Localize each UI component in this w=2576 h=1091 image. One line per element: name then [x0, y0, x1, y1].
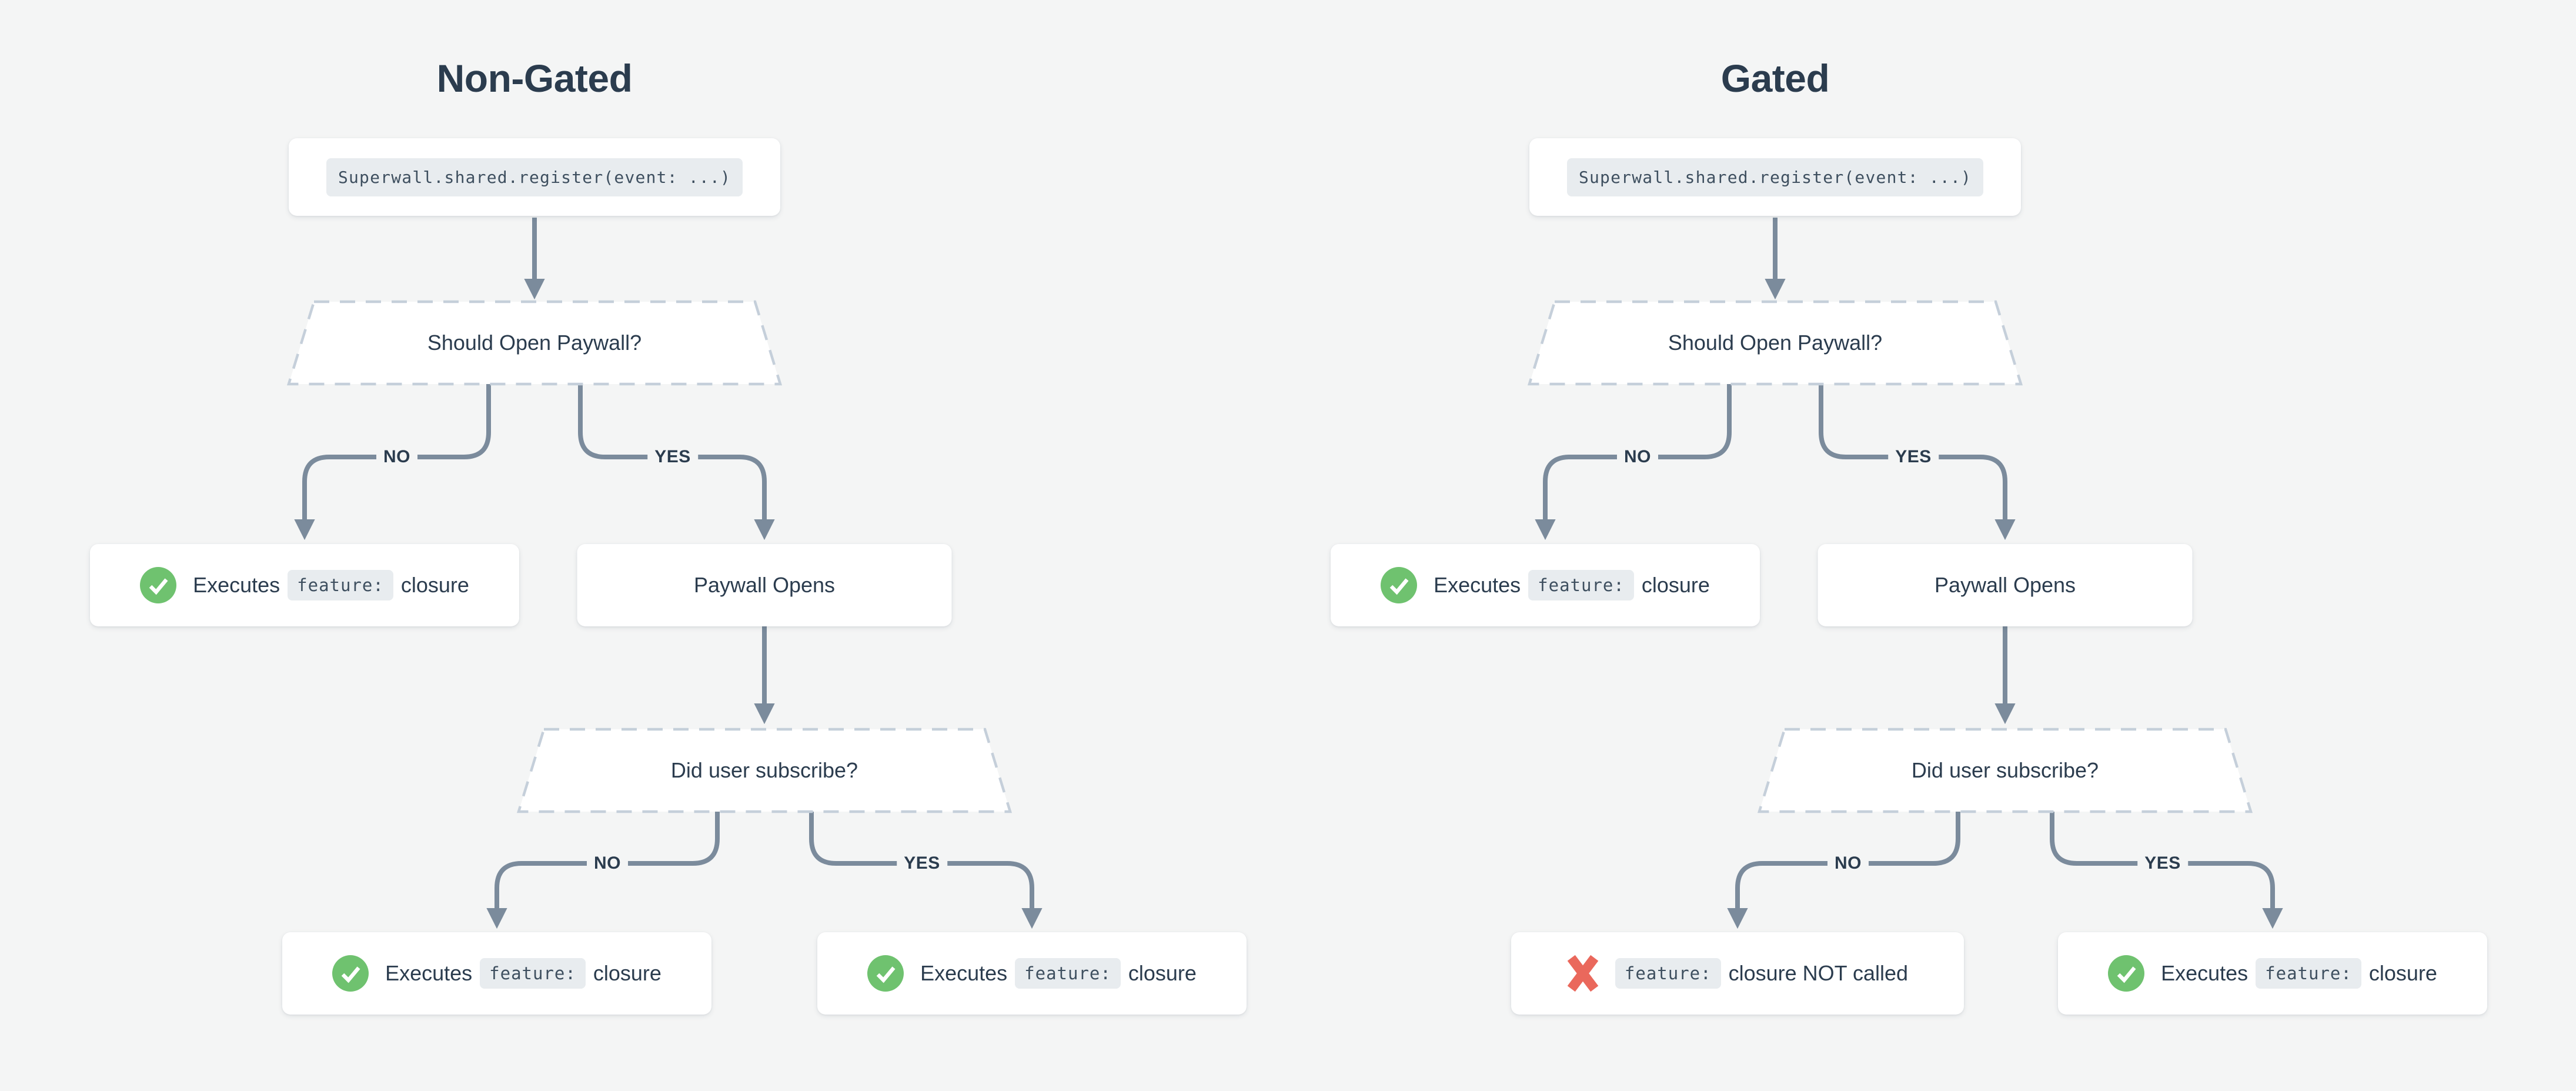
connector-decision2-no	[1727, 810, 1960, 929]
decision-trapezoid-did-user-subscribe	[516, 728, 1013, 813]
connector-decision1-no	[294, 384, 491, 541]
decision-trapezoid-should-open-paywall	[286, 300, 783, 386]
connector-decision2-yes	[2050, 810, 2283, 929]
decision-trapezoid-should-open-paywall	[1527, 300, 2023, 386]
decision-trapezoid-did-user-subscribe	[1757, 728, 2253, 813]
connector-decision1-yes	[578, 384, 775, 541]
connector-decision2-no	[486, 810, 720, 929]
connector-decision2-yes	[809, 810, 1043, 929]
connector-decision1-no	[1535, 384, 1732, 541]
connector-decision1-yes	[1819, 384, 2016, 541]
